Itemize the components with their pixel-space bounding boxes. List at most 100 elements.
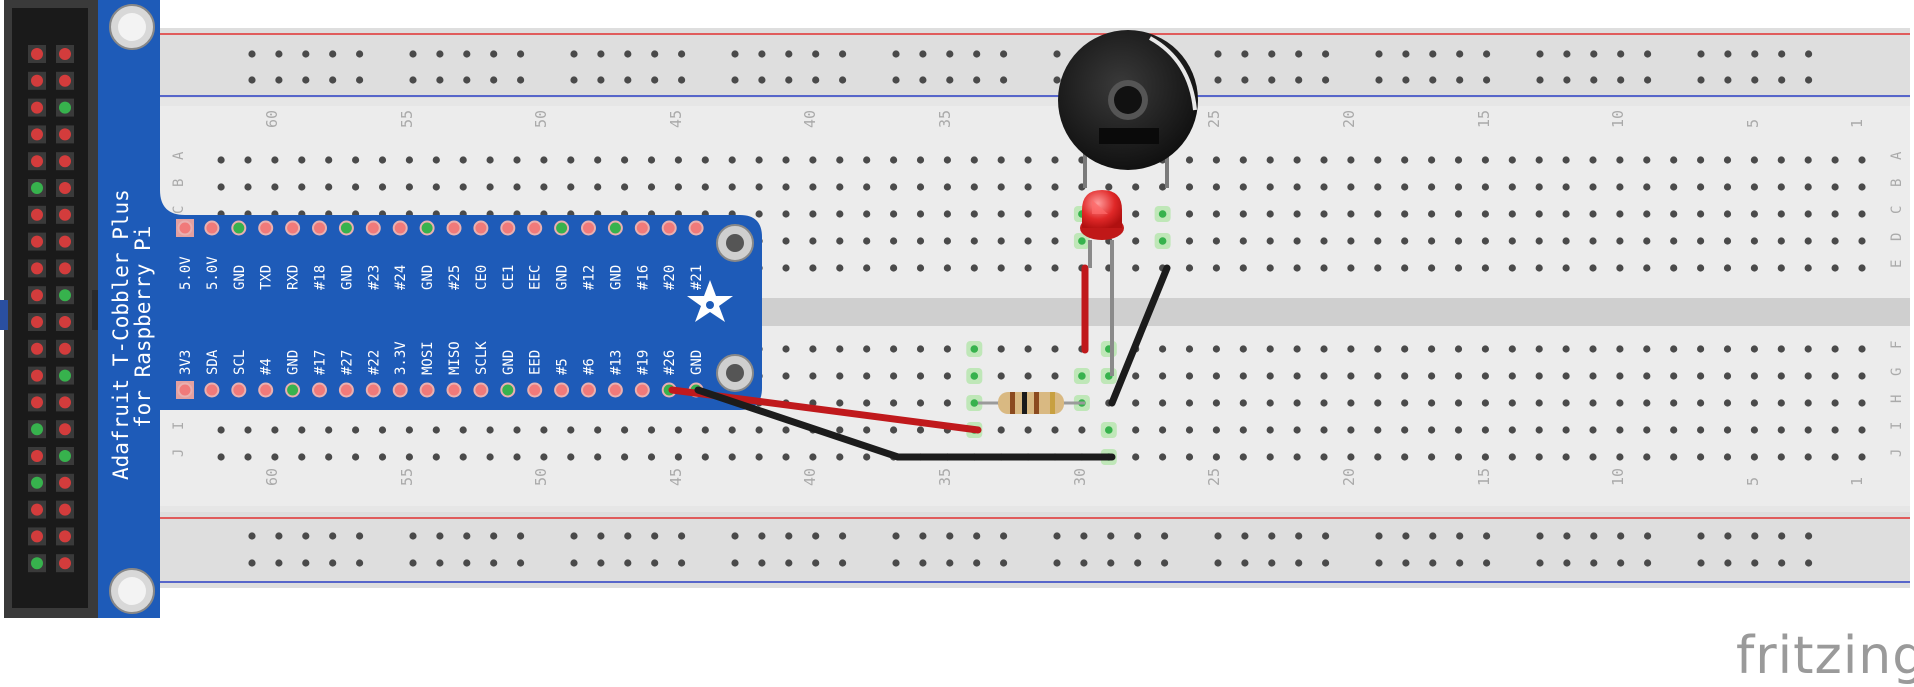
breadboard-hole [647, 183, 656, 191]
breadboard-hole [1320, 210, 1328, 218]
breadboard-hole [1212, 264, 1220, 272]
breadboard-hole [1320, 237, 1328, 245]
breadboard-hole [943, 372, 952, 380]
cobbler-pin [500, 382, 516, 398]
breadboard-hole [1132, 210, 1140, 218]
breadboard-hole [1777, 210, 1785, 218]
breadboard-hole [325, 426, 333, 434]
breadboard-hole [782, 210, 790, 218]
breadboard-hole [1750, 345, 1758, 353]
cobbler-pin-label: #4 [259, 358, 275, 375]
breadboard-hole [1804, 156, 1812, 164]
breadboard-hole [1858, 453, 1866, 461]
cobbler-pin-label: SDA [205, 349, 221, 375]
breadboard-hole [701, 453, 709, 461]
breadboard-hole [1535, 372, 1543, 380]
breadboard-hole [1239, 210, 1247, 218]
rail-hole [597, 76, 605, 84]
cobbler-pin [338, 220, 354, 236]
rail-hole [1322, 76, 1330, 84]
breadboard-hole [997, 372, 1005, 380]
breadboard-hole [1643, 210, 1651, 218]
gpio-pin-dot [59, 208, 71, 221]
breadboard-hole [1239, 345, 1247, 353]
column-label: 40 [801, 110, 819, 128]
breadboard-hole [1589, 156, 1597, 164]
breadboard-hole [244, 156, 252, 164]
breadboard-hole [836, 210, 844, 218]
breadboard-hole [1777, 399, 1785, 407]
cobbler-pin-label: #19 [635, 350, 651, 375]
breadboard-hole [1508, 156, 1516, 164]
breadboard-hole [1266, 264, 1274, 272]
breadboard-hole [916, 237, 925, 245]
breadboard-hole [1401, 210, 1409, 218]
breadboard-hole [1454, 345, 1463, 353]
rail-hole [1375, 559, 1383, 567]
rail-hole [570, 559, 578, 567]
cobbler-pin-label: EED [528, 350, 544, 375]
rail-hole [1697, 559, 1705, 567]
cobbler-pin-label: 3V3 [178, 350, 194, 375]
gpio-pin-dot [31, 476, 43, 489]
gpio-pin-dot [59, 289, 71, 302]
rail-hole [812, 559, 820, 567]
rail-hole [1053, 50, 1061, 58]
gpio-pin-dot [31, 423, 43, 436]
breadboard-hole [943, 399, 952, 407]
breadboard-hole [863, 453, 871, 461]
breadboard-hole [1024, 264, 1032, 272]
rail-hole [1536, 559, 1544, 567]
cobbler-pin [661, 220, 677, 236]
breadboard-hole [1051, 372, 1059, 380]
breadboard-hole [1347, 453, 1355, 461]
breadboard-hole [997, 426, 1005, 434]
column-label: 55 [398, 468, 416, 486]
column-label: 40 [801, 468, 819, 486]
breadboard-hole [1481, 210, 1489, 218]
breadboard-hole [863, 183, 871, 191]
breadboard-hole [1320, 345, 1328, 353]
cobbler-pin-label: #20 [662, 265, 678, 290]
gpio-pin-dot [59, 369, 71, 382]
gpio-pin-dot [59, 155, 71, 168]
gpio-pin-dot [59, 450, 71, 462]
breadboard-hole [1185, 345, 1194, 353]
breadboard-hole [1481, 264, 1489, 272]
breadboard-hole [728, 183, 736, 191]
breadboard-hole [1293, 372, 1301, 380]
cobbler-pin [581, 220, 596, 236]
cobbler-pin [365, 382, 381, 398]
breadboard-hole [621, 453, 629, 461]
breadboard-hole [1535, 399, 1543, 407]
cobbler-pin [392, 382, 408, 398]
breadboard-hole [836, 399, 844, 407]
cobbler-pin-label: GND [501, 350, 517, 375]
breadboard-hole [1697, 183, 1705, 191]
breadboard-hole [809, 156, 817, 164]
cobbler-pin [392, 220, 408, 236]
breadboard-hole [970, 210, 978, 218]
gpio-pin-dot [59, 503, 71, 516]
breadboard-hole [1132, 426, 1140, 434]
breadboard-hole [1239, 237, 1247, 245]
breadboard-hole [1508, 345, 1516, 353]
breadboard-hole [1589, 399, 1597, 407]
rail-hole [973, 559, 981, 567]
breadboard-hole [378, 156, 387, 164]
breadboard-hole [1697, 264, 1705, 272]
breadboard-hole [916, 210, 925, 218]
breadboard-hole [1266, 156, 1274, 164]
breadboard-hole [1239, 183, 1247, 191]
breadboard-hole [1535, 426, 1543, 434]
gpio-pin-dot [59, 396, 71, 409]
rail-hole [1000, 532, 1008, 540]
breadboard-hole [1831, 453, 1839, 461]
rail-hole [1134, 532, 1142, 540]
breadboard-hole [1024, 183, 1032, 191]
rail-hole [1375, 532, 1383, 540]
column-label: 20 [1340, 110, 1358, 128]
rail-hole [839, 532, 847, 540]
breadboard-hole [1723, 237, 1732, 245]
breadboard-hole [1401, 426, 1409, 434]
